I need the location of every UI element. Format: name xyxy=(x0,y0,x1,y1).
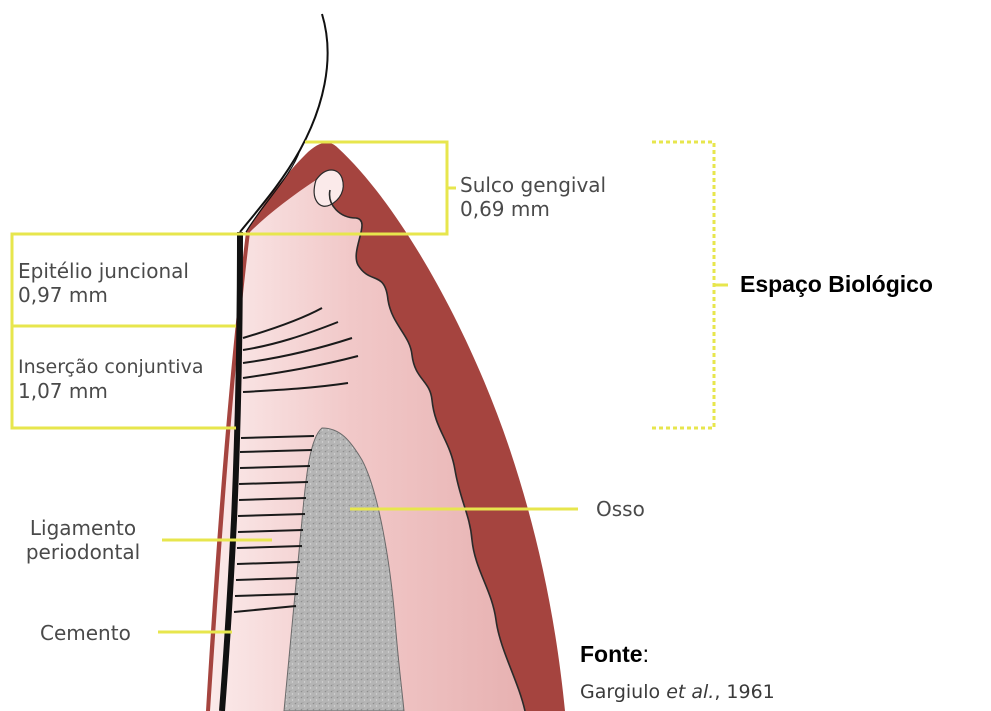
sulco-gengival-label: Sulco gengival 0,69 mm xyxy=(460,173,606,221)
espaco-biologico-label: Espaço Biológico xyxy=(740,272,933,296)
epitelio-juncional-label: Epitélio juncional 0,97 mm xyxy=(18,259,189,307)
source-colon: : xyxy=(643,641,649,667)
insercao-conjuntiva-label: Inserção conjuntiva 1,07 mm xyxy=(18,355,203,403)
epitelio-juncional-value: 0,97 mm xyxy=(18,283,189,307)
insercao-conjuntiva-title: Inserção conjuntiva xyxy=(18,355,203,379)
osso-label: Osso xyxy=(596,497,645,521)
source-title: Fonte xyxy=(580,641,643,667)
sulco-gengival-title: Sulco gengival xyxy=(460,173,606,197)
insercao-conjuntiva-value: 1,07 mm xyxy=(18,379,203,403)
source-heading: Fonte: xyxy=(580,642,649,666)
source-year: , 1961 xyxy=(714,681,774,703)
source-citation: Gargiulo et al., 1961 xyxy=(580,680,775,704)
source-etal: et al. xyxy=(666,681,714,703)
epitelio-juncional-title: Epitélio juncional xyxy=(18,259,189,283)
source-author: Gargiulo xyxy=(580,681,660,703)
sulco-gengival-value: 0,69 mm xyxy=(460,197,606,221)
periodontal-title: periodontal xyxy=(8,540,158,564)
ligamento-periodontal-label: Ligamento periodontal xyxy=(8,516,158,564)
ligamento-title: Ligamento xyxy=(8,516,158,540)
cemento-label: Cemento xyxy=(40,621,131,645)
